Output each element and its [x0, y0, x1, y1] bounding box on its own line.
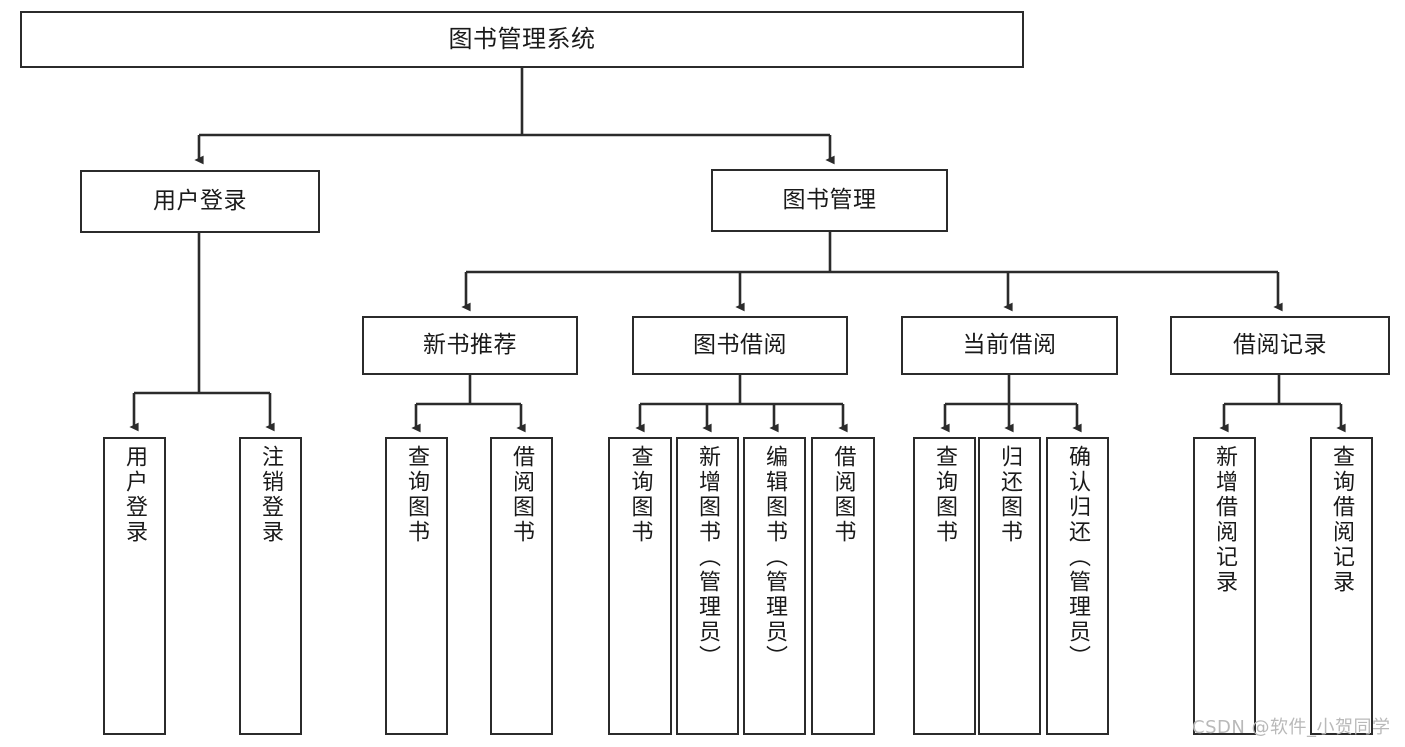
leaf-book-borrow-query-books[interactable]: 查询图书 [608, 437, 672, 735]
csdn-watermark: CSDN @软件_小贺同学 [1192, 717, 1391, 738]
node-label: 归还图书 [997, 445, 1023, 545]
node-label: 查询图书 [627, 445, 653, 545]
node-label: 查询图书 [404, 445, 430, 545]
leaf-current-borrow-confirm-return-admin[interactable]: 确认归还（管理员） [1046, 437, 1109, 735]
node-label: 新书推荐 [423, 331, 517, 358]
node-label: 图书借阅 [693, 331, 787, 358]
node-label: 查询借阅记录 [1329, 445, 1355, 595]
leaf-borrow-record-query-record[interactable]: 查询借阅记录 [1310, 437, 1373, 735]
leaf-book-borrow-borrow-books[interactable]: 借阅图书 [811, 437, 875, 735]
node-new-book-recommendation[interactable]: 新书推荐 [362, 316, 578, 375]
node-label: 编辑图书（管理员） [762, 445, 788, 670]
node-label: 借阅图书 [509, 445, 535, 545]
node-label: 用户登录 [153, 187, 247, 214]
node-label: 新增图书（管理员） [695, 445, 721, 670]
leaf-new-book-borrow-books[interactable]: 借阅图书 [490, 437, 553, 735]
leaf-book-borrow-edit-book-admin[interactable]: 编辑图书（管理员） [743, 437, 806, 735]
leaf-user-login-logout[interactable]: 注销登录 [239, 437, 302, 735]
leaf-borrow-record-add-record[interactable]: 新增借阅记录 [1193, 437, 1256, 735]
leaf-current-borrow-query-books[interactable]: 查询图书 [913, 437, 976, 735]
node-label: 借阅图书 [830, 445, 856, 545]
node-label: 注销登录 [258, 445, 284, 545]
node-user-login[interactable]: 用户登录 [80, 170, 320, 233]
node-label: 图书管理 [782, 186, 877, 213]
node-label: 图书管理系统 [448, 25, 596, 54]
node-label: 确认归还（管理员） [1065, 445, 1091, 670]
node-label: 借阅记录 [1233, 331, 1327, 358]
node-book-management[interactable]: 图书管理 [711, 169, 948, 232]
leaf-current-borrow-return-books[interactable]: 归还图书 [978, 437, 1041, 735]
leaf-user-login-login[interactable]: 用户登录 [103, 437, 166, 735]
node-borrowing-record[interactable]: 借阅记录 [1170, 316, 1390, 375]
node-label: 用户登录 [122, 445, 148, 545]
node-label: 当前借阅 [962, 331, 1057, 358]
leaf-new-book-query-books[interactable]: 查询图书 [385, 437, 448, 735]
node-book-borrowing[interactable]: 图书借阅 [632, 316, 848, 375]
node-label: 查询图书 [932, 445, 958, 545]
node-root-book-management-system[interactable]: 图书管理系统 [20, 11, 1024, 68]
node-current-borrowing[interactable]: 当前借阅 [901, 316, 1118, 375]
leaf-book-borrow-add-book-admin[interactable]: 新增图书（管理员） [676, 437, 739, 735]
node-label: 新增借阅记录 [1212, 445, 1238, 595]
